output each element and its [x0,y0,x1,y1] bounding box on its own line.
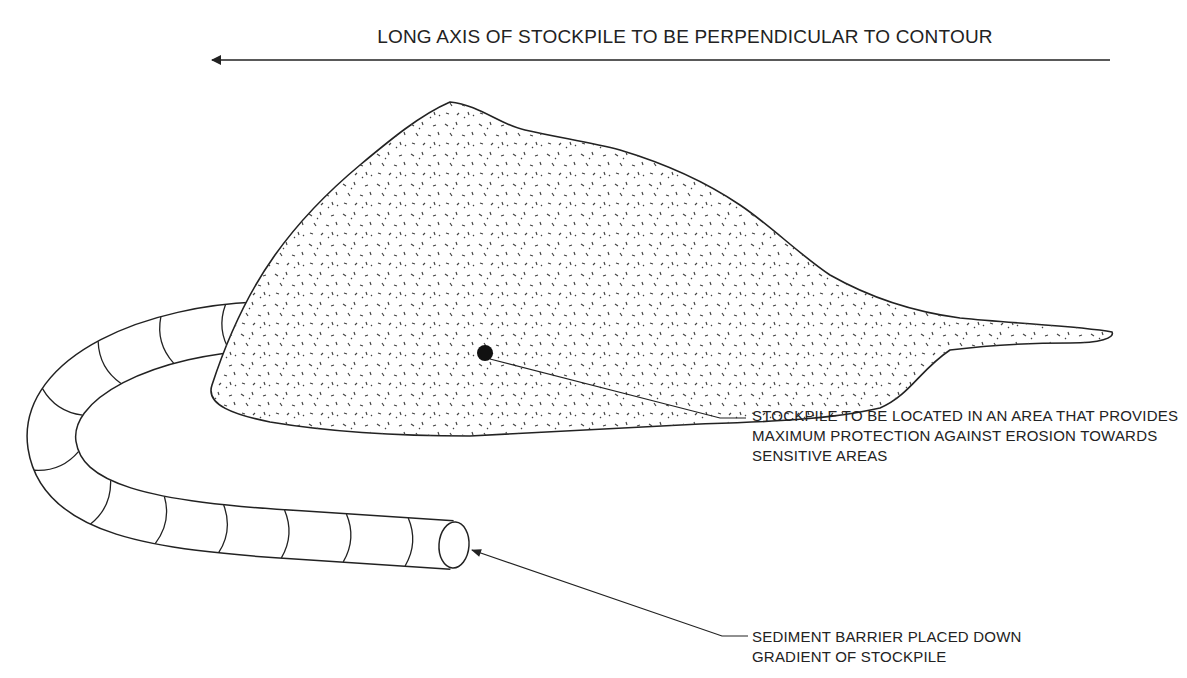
barrier-segment [281,510,289,558]
location-note: STOCKPILE TO BE LOCATED IN AN AREA THAT … [752,406,1180,466]
barrier-segment [91,480,111,524]
leader-line [472,550,748,636]
barrier-note: SEDIMENT BARRIER PLACED DOWN GRADIENT OF… [752,627,1052,667]
leader-line [490,359,746,418]
barrier-segment [160,317,174,363]
barrier-segment [34,452,78,471]
axis-label: LONG AXIS OF STOCKPILE TO BE PERPENDICUL… [258,25,1112,49]
barrier-segment [155,496,166,543]
barrier-segment [98,341,121,383]
axis-arrow [212,59,1110,61]
stockpile [211,102,1112,436]
barrier-segment [42,389,82,415]
barrier-segment [219,505,228,553]
barrier-segment [343,514,351,562]
barrier-segment [405,518,413,566]
